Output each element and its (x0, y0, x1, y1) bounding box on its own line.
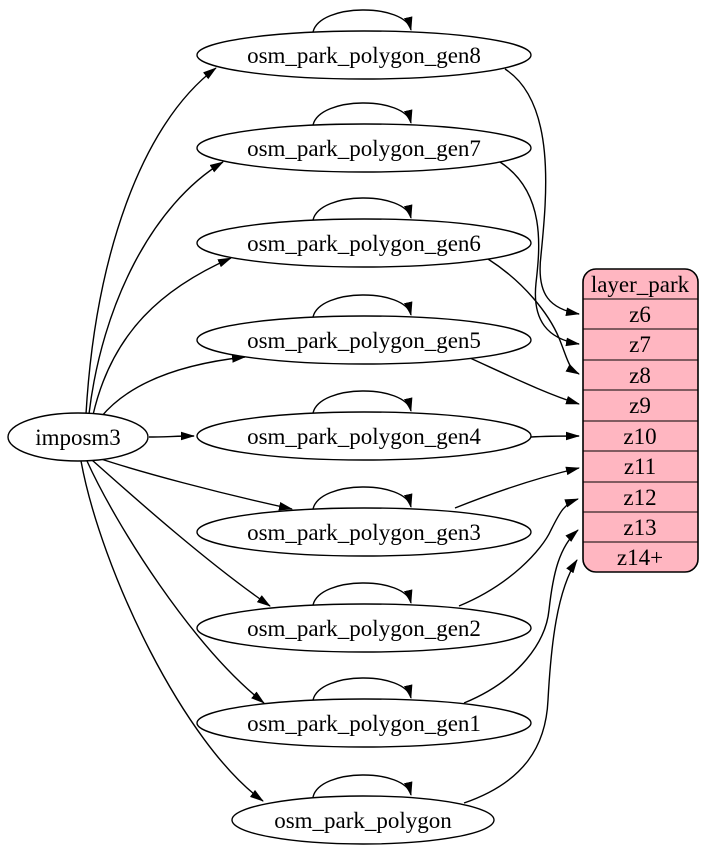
table-ellipse (196, 218, 532, 268)
edge-imposm3-gen5 (100, 354, 246, 418)
edge-gen5-z9 (469, 357, 580, 405)
layer-row-z6: z6 (629, 302, 651, 327)
table-label: osm_park_polygon (274, 808, 452, 833)
self-loops (312, 9, 413, 798)
imposm3-label: imposm3 (35, 425, 121, 450)
table-ellipse (196, 507, 532, 557)
table-ellipse (196, 30, 532, 80)
table-label: osm_park_polygon_gen8 (247, 43, 481, 68)
node-osm-park-polygon-gen1: osm_park_polygon_gen1 (196, 698, 532, 748)
edge-imposm3-osm-park-polygon (80, 460, 264, 802)
edge-imposm3-gen4 (148, 431, 195, 441)
self-loop-gen1 (312, 677, 413, 701)
node-osm-park-polygon-gen5: osm_park_polygon_gen5 (196, 315, 532, 365)
edge-gen6-z8 (487, 258, 580, 375)
table-ellipse (196, 411, 532, 461)
edges-to-layer-park (454, 68, 580, 804)
table-ellipse (231, 795, 495, 845)
layer-row-z12: z12 (623, 485, 656, 510)
table-label: osm_park_polygon_gen7 (247, 136, 481, 161)
table-label: osm_park_polygon_gen3 (247, 520, 481, 545)
edge-gen4-z10 (530, 431, 580, 441)
layer-row-z9: z9 (629, 393, 651, 418)
table-label: osm_park_polygon_gen4 (247, 424, 481, 449)
edge-imposm3-gen7 (88, 161, 224, 415)
layer-row-z7: z7 (629, 332, 651, 357)
layer-row-z8: z8 (629, 363, 651, 388)
node-osm-park-polygon: osm_park_polygon (231, 795, 495, 845)
layer-row-z11: z11 (624, 454, 656, 479)
node-osm-park-polygon-gen4: osm_park_polygon_gen4 (196, 411, 532, 461)
node-imposm3: imposm3 (7, 412, 149, 462)
layer-row-z10: z10 (623, 424, 656, 449)
edges-from-imposm3 (80, 67, 293, 802)
node-osm-park-polygon-gen3: osm_park_polygon_gen3 (196, 507, 532, 557)
table-label: osm_park_polygon_gen6 (247, 231, 481, 256)
imposm3-ellipse (7, 412, 149, 462)
edge-imposm3-gen6 (92, 257, 232, 416)
self-loop-gen4 (312, 390, 413, 414)
table-ellipse (196, 315, 532, 365)
self-loop-gen2 (312, 582, 413, 606)
table-ellipse (196, 123, 532, 173)
edge-imposm3-gen1 (86, 460, 265, 704)
edge-gen3-z11 (454, 466, 580, 509)
edge-gen2-z12 (458, 498, 579, 607)
table-ellipse (196, 603, 532, 653)
edge-osm-park-polygon-z14plus (463, 559, 578, 804)
edge-gen7-z7 (499, 161, 580, 347)
table-label: osm_park_polygon_gen1 (247, 711, 481, 736)
node-osm-park-polygon-gen2: osm_park_polygon_gen2 (196, 603, 532, 653)
node-osm-park-polygon-gen8: osm_park_polygon_gen8 (196, 30, 532, 80)
self-loop-gen5 (312, 294, 413, 318)
edge-gen1-z13 (463, 529, 579, 704)
self-loop-gen3 (312, 486, 413, 510)
self-loop-gen8 (312, 9, 413, 33)
layer-row-z13: z13 (623, 515, 656, 540)
node-osm-park-polygon-gen6: osm_park_polygon_gen6 (196, 218, 532, 268)
layer-row-z14plus: z14+ (617, 545, 663, 570)
self-loop-osm-park-polygon (312, 774, 413, 798)
node-layer-park: layer_park z6 z7 z8 z9 z10 z11 z12 z13 z… (582, 268, 699, 573)
node-osm-park-polygon-gen7: osm_park_polygon_gen7 (196, 123, 532, 173)
self-loop-gen7 (312, 102, 413, 126)
layer-park-title: layer_park (591, 272, 690, 297)
table-label: osm_park_polygon_gen5 (247, 328, 481, 353)
table-label: osm_park_polygon_gen2 (247, 616, 481, 641)
self-loop-gen6 (312, 197, 413, 221)
table-ellipse (196, 698, 532, 748)
edge-imposm3-gen8 (85, 67, 217, 415)
edge-imposm3-gen2 (91, 459, 271, 607)
edge-gen8-z6 (504, 68, 580, 316)
edge-imposm3-gen3 (97, 457, 293, 511)
